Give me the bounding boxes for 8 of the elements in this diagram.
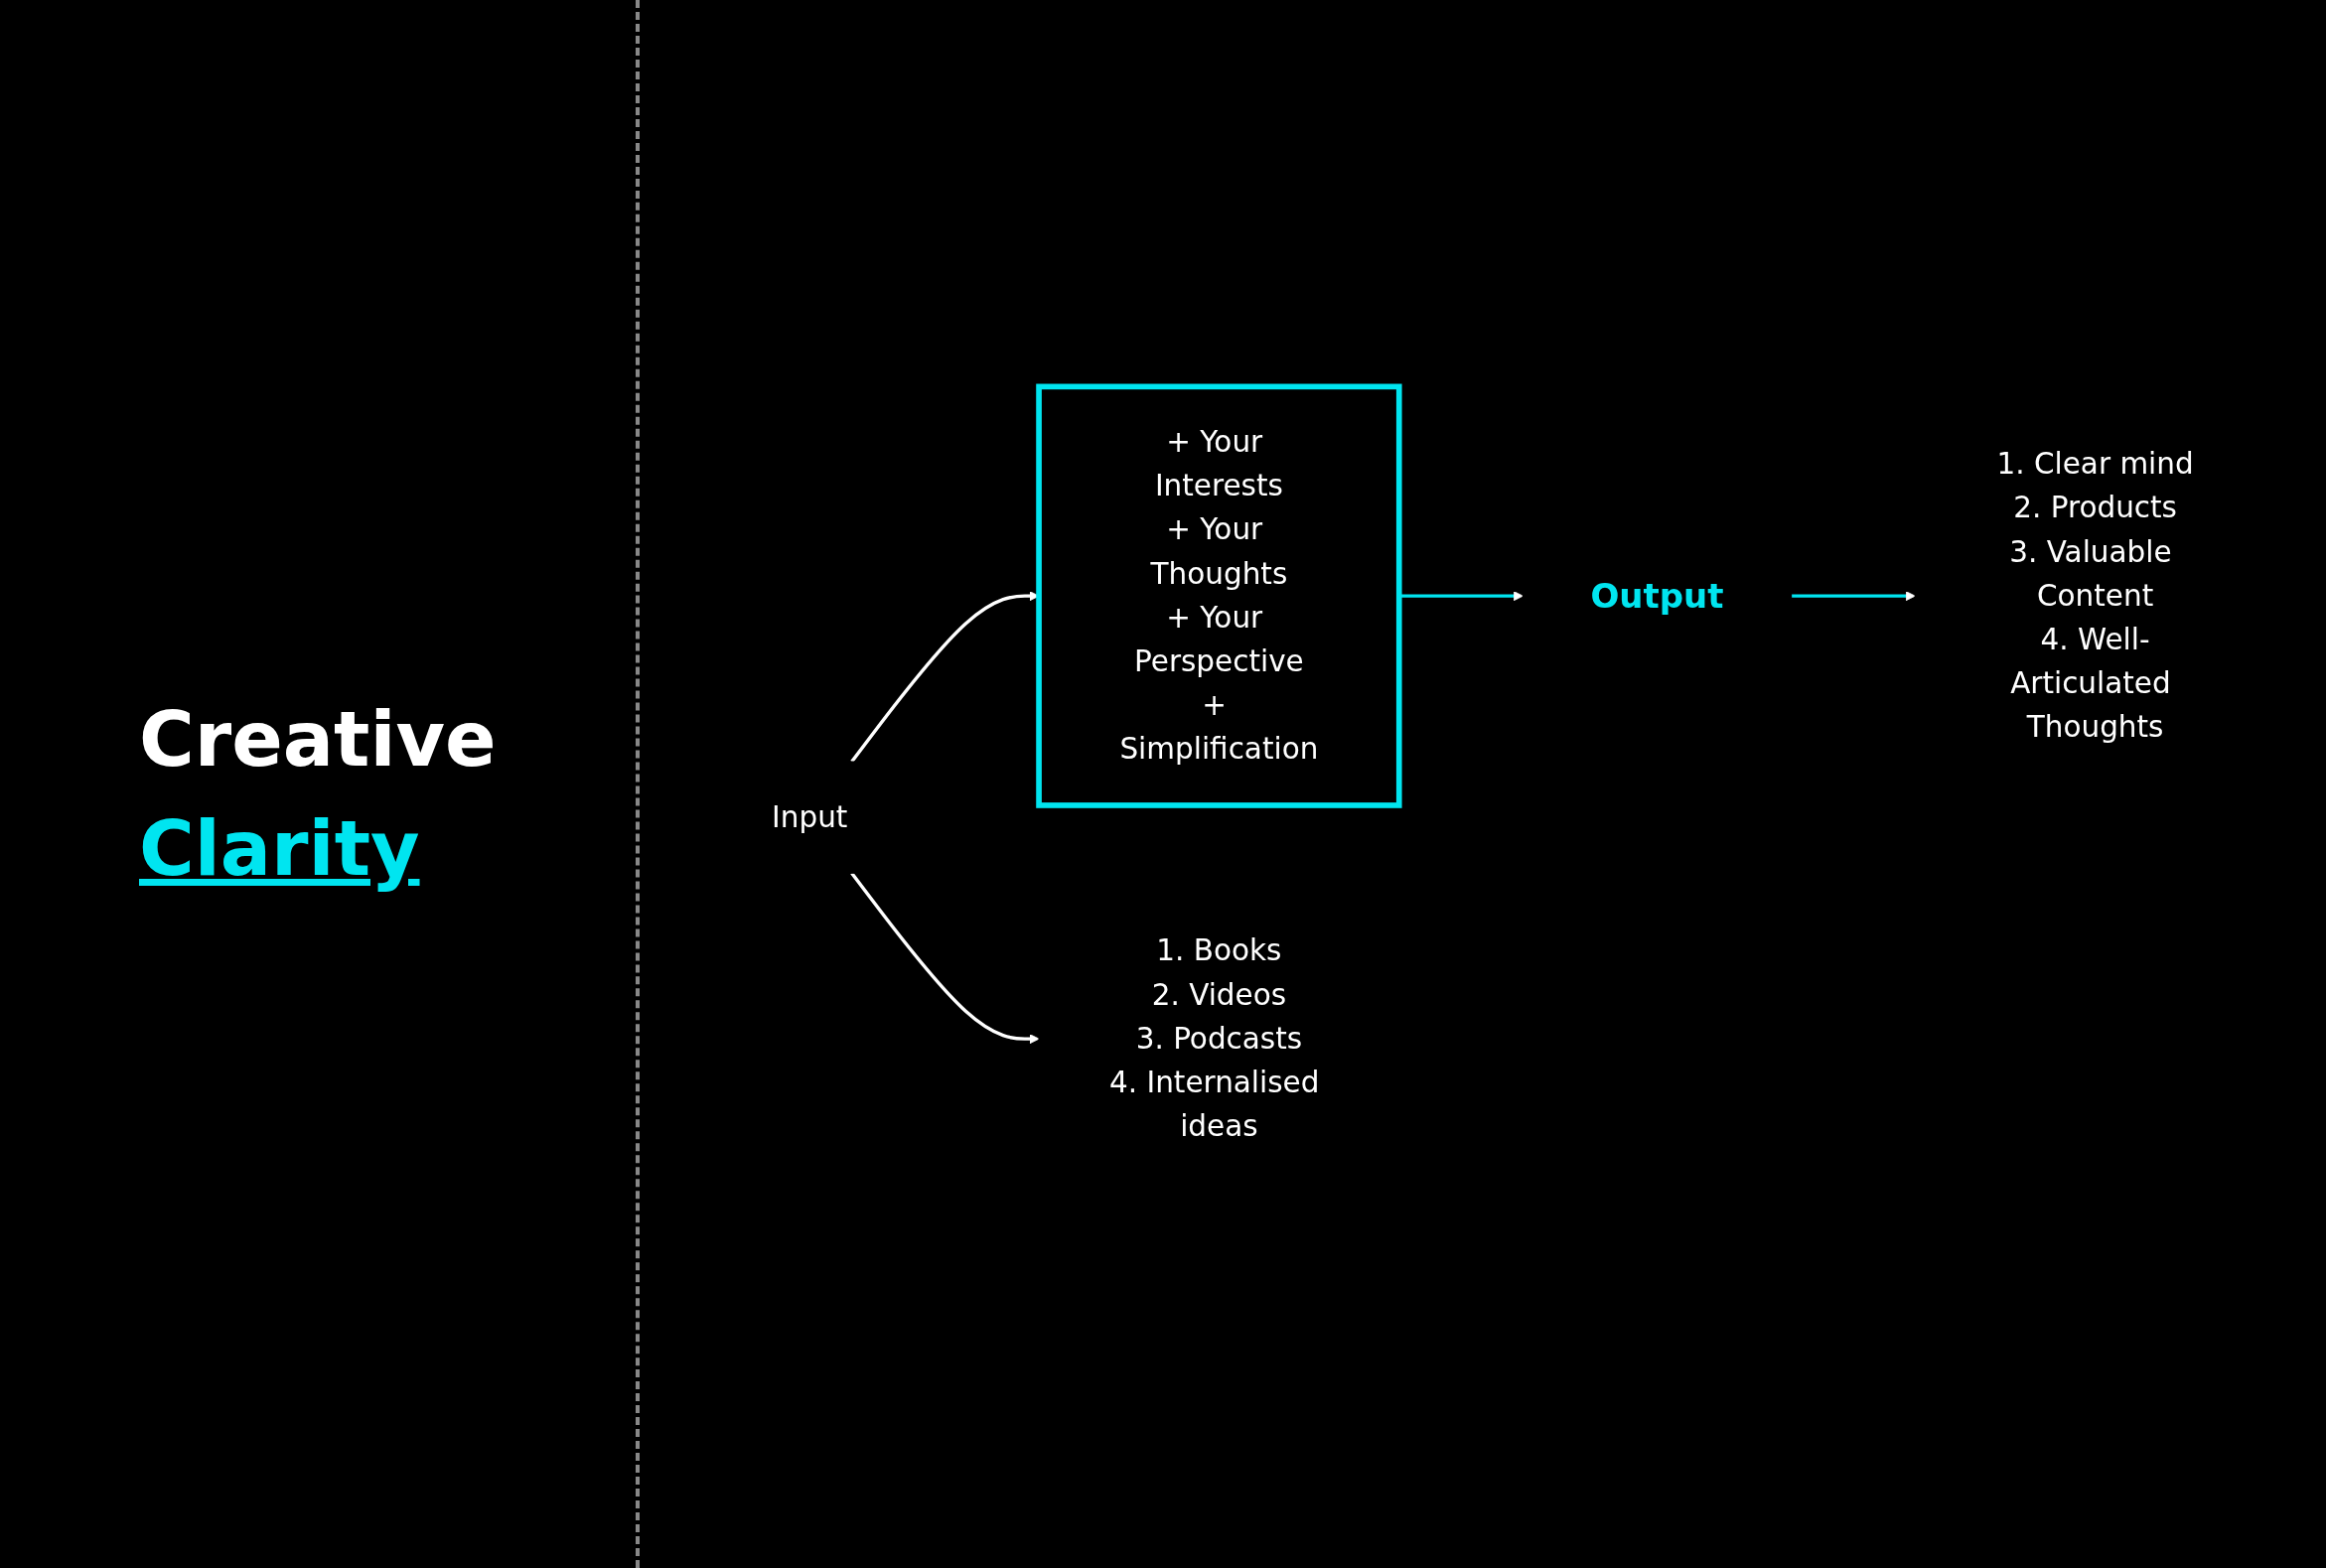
node-text: Output (1590, 576, 1724, 616)
title: Creative Clarity (139, 694, 497, 895)
node-text: Input (772, 799, 848, 834)
node-text: 1. Clear mind 2. Products 3. Valuable Content 4. Well-Articulated Thoughts (1996, 446, 2194, 745)
arrow (850, 872, 1040, 1045)
node-box: + Your Interests + Your Thoughts + Your Perspective + Simplification (1036, 383, 1402, 808)
arrow (1791, 591, 1916, 602)
node-text: 1. Books 2. Videos 3. Podcasts 4. Internalised ideas (1109, 933, 1320, 1143)
